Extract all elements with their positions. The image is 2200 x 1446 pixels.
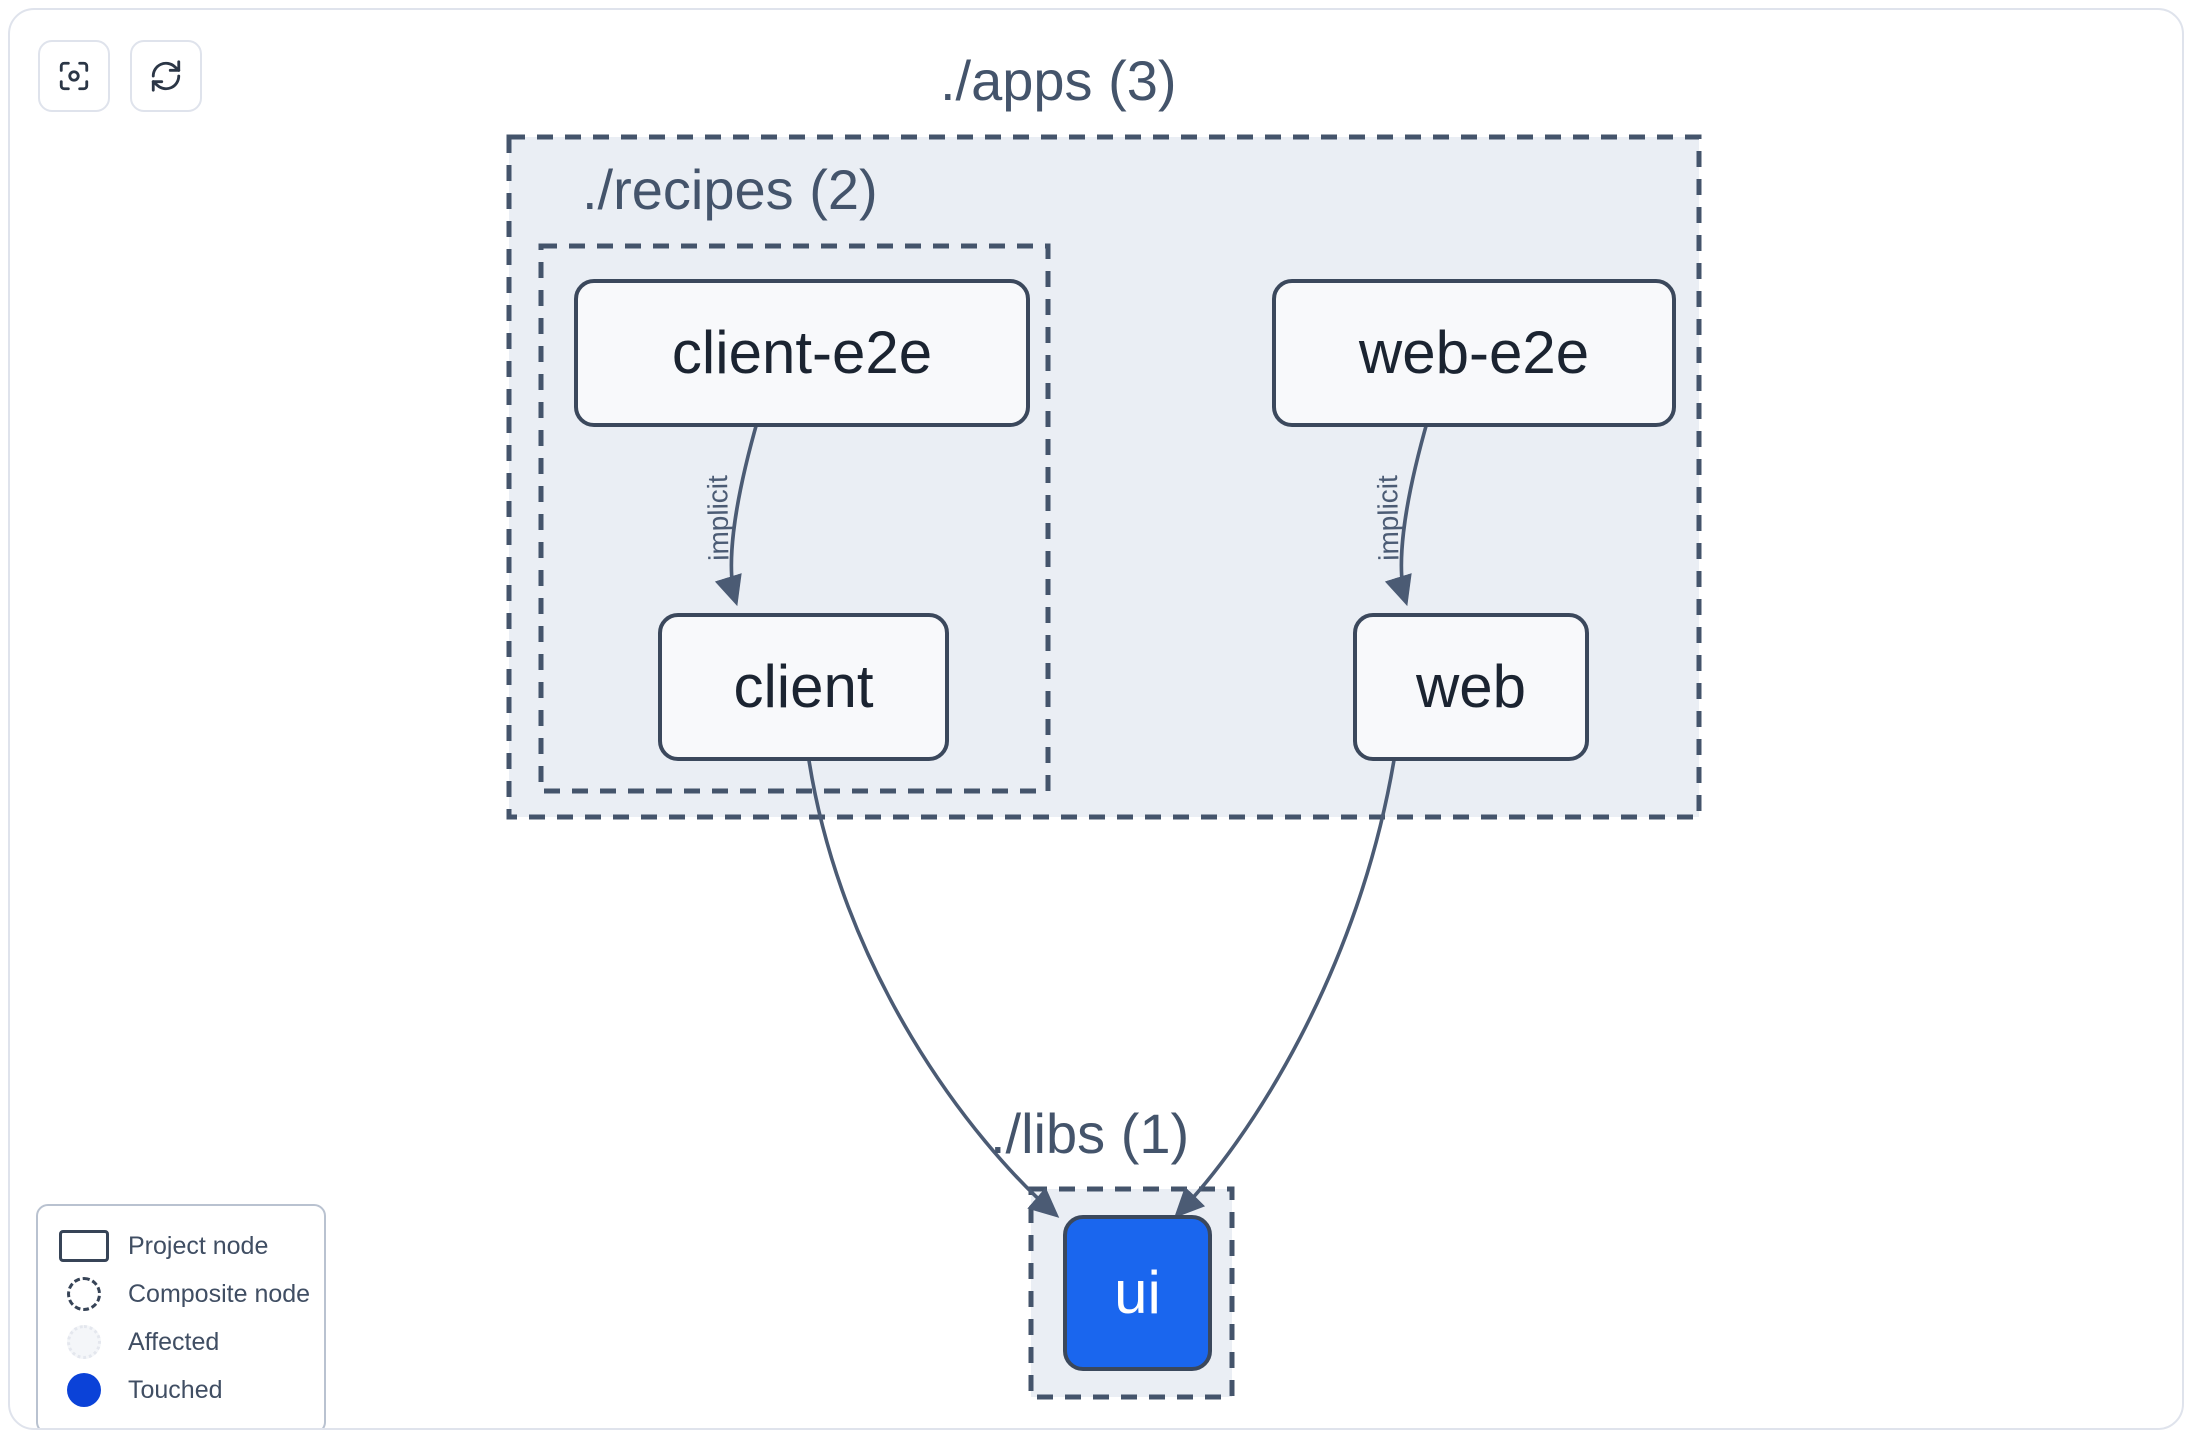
edge-label-web-e2e-web: implicit <box>1372 474 1405 562</box>
affected-swatch <box>58 1325 110 1359</box>
legend-item-composite-node: Composite node <box>58 1270 310 1318</box>
focus-graph-button[interactable] <box>38 40 110 112</box>
refresh-icon <box>149 59 183 93</box>
touched-swatch <box>58 1373 110 1407</box>
edge-label-client-e2e-client: implicit <box>702 474 735 562</box>
legend-label-affected: Affected <box>128 1327 220 1356</box>
node-rect-ui[interactable] <box>1063 1215 1212 1371</box>
legend-label-project-node: Project node <box>128 1231 269 1260</box>
edge-client-e2e-to-client <box>714 418 760 607</box>
edge-web-to-ui <box>1173 753 1397 1219</box>
graph-toolbar <box>38 40 202 112</box>
legend-label-touched: Touched <box>128 1375 223 1404</box>
graph-panel: ./apps (3) ./recipes (2) ./libs (1) clie… <box>8 8 2184 1430</box>
node-rect-web-e2e[interactable] <box>1272 279 1676 427</box>
edge-web-e2e-to-web <box>1384 418 1430 607</box>
graph-canvas <box>506 134 1702 1400</box>
legend-item-project-node: Project node <box>58 1222 304 1270</box>
focus-target-icon <box>57 59 91 93</box>
legend-item-touched: Touched <box>58 1366 304 1414</box>
project-node-swatch <box>58 1229 110 1263</box>
group-label-libs: ./libs (1) <box>990 1102 1190 1165</box>
group-label-recipes: ./recipes (2) <box>582 158 878 221</box>
node-rect-client-e2e[interactable] <box>574 279 1030 427</box>
legend-item-affected: Affected <box>58 1318 304 1366</box>
refresh-graph-button[interactable] <box>130 40 202 112</box>
node-rect-client[interactable] <box>658 613 949 761</box>
graph-legend: Project node Composite node Affected Tou… <box>36 1204 326 1428</box>
composite-node-swatch <box>58 1277 110 1311</box>
node-rect-web[interactable] <box>1353 613 1589 761</box>
group-label-apps: ./apps (3) <box>940 49 1177 112</box>
edge-client-to-ui <box>806 753 1060 1218</box>
legend-label-composite-node: Composite node <box>128 1279 311 1308</box>
